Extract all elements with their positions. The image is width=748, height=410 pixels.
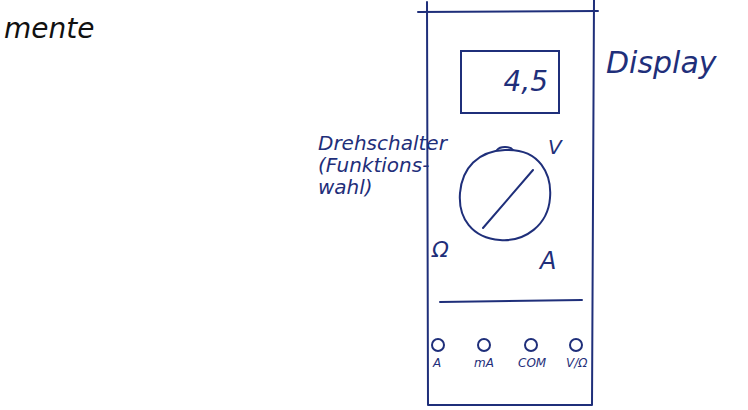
switch-label: Drehschalter (Funktions- wahl) [318, 132, 436, 198]
mode-symbol: A [540, 248, 556, 274]
jack-separator [440, 300, 582, 302]
switch-notch [497, 147, 513, 150]
input-jack [432, 339, 444, 351]
display-screen: 4,5 [460, 50, 560, 114]
mode-symbol: V [548, 136, 562, 158]
input-jack [478, 339, 490, 351]
jack-label: V/Ω [566, 357, 587, 370]
display-reading: 4,5 [472, 67, 548, 98]
switch-pointer [483, 170, 533, 228]
jack-label: mA [474, 357, 494, 370]
jack-label: A [433, 357, 441, 370]
rotary-switch [460, 150, 550, 240]
housing-top-edge [418, 11, 598, 12]
input-jack [525, 339, 537, 351]
input-jack [570, 339, 582, 351]
mode-symbol: Ω [432, 238, 449, 262]
multimeter-housing [427, 0, 594, 405]
heading-fragment: mente [4, 14, 94, 45]
display-label: Display [606, 46, 717, 79]
jack-label: COM [518, 357, 546, 370]
